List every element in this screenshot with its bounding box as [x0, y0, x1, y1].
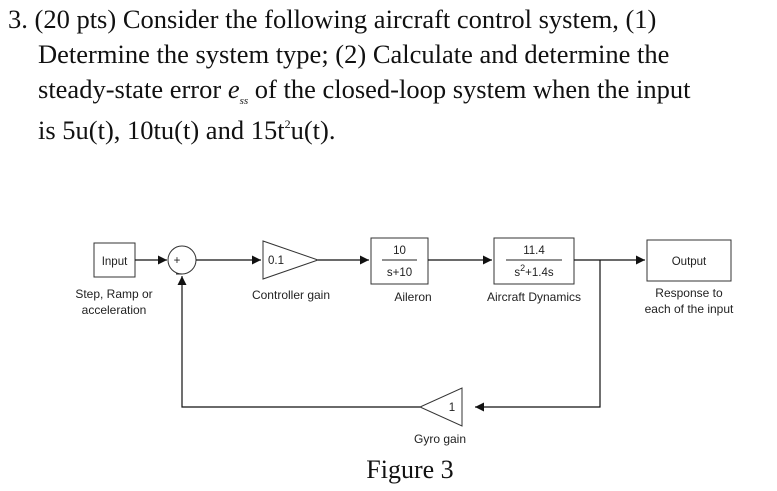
- problem-line-4-end: u(t).: [290, 115, 336, 145]
- controller-gain-caption: Controller gain: [252, 288, 330, 302]
- feedback-path-down: [475, 260, 601, 412]
- input-caption-line-1: Step, Ramp or: [75, 287, 152, 301]
- problem-line-2: Determine the system type; (2) Calculate…: [38, 39, 670, 69]
- gyro-gain-caption: Gyro gain: [414, 432, 466, 446]
- gyro-gain-value: 1: [449, 402, 455, 414]
- dynamics-den-rest: +1.4s: [525, 267, 554, 279]
- problem-line-3: steady-state error ess of the closed-loo…: [8, 72, 774, 113]
- problem-line-4: is 5u(t), 10tu(t) and 15t2u(t).: [8, 113, 774, 153]
- dynamics-caption: Aircraft Dynamics: [487, 290, 581, 304]
- exponent: 2: [284, 117, 291, 131]
- error-subscript: ss: [239, 95, 249, 107]
- feedback-path-return: [177, 276, 420, 408]
- dynamics-den-s: s: [514, 267, 520, 279]
- aileron-denominator: s+10: [387, 267, 412, 279]
- dynamics-denominator: s2+1.4s: [514, 263, 553, 279]
- controller-gain-block: [262, 240, 320, 280]
- aileron-numerator: 10: [393, 245, 406, 257]
- error-symbol: e: [227, 74, 240, 104]
- input-caption-line-2: acceleration: [82, 303, 147, 317]
- aileron-caption: Aileron: [394, 290, 431, 304]
- problem-line-4-start: is 5u(t), 10tu(t) and 15t: [38, 115, 285, 145]
- problem-line-3-start: steady-state error: [38, 74, 228, 104]
- dynamics-numerator: 11.4: [523, 245, 545, 257]
- summing-sign-plus: +: [174, 255, 181, 267]
- problem-line-1: 3. (20 pts) Consider the following aircr…: [8, 4, 657, 34]
- input-block: [93, 242, 136, 278]
- output-caption-line-2: each of the input: [645, 302, 734, 316]
- aircraft-dynamics-block: [493, 237, 575, 285]
- input-block-label: Input: [102, 256, 128, 268]
- summing-junction: [167, 245, 197, 275]
- output-caption-line-1: Response to: [655, 286, 723, 300]
- gyro-gain-block: [418, 387, 463, 427]
- controller-gain-value: 0.1: [268, 255, 284, 267]
- problem-line-3-end: of the closed-loop system when the input: [248, 74, 691, 104]
- aileron-block: [370, 237, 429, 285]
- output-block: [646, 239, 732, 282]
- output-block-label: Output: [672, 256, 707, 268]
- figure-caption: Figure 3: [366, 455, 454, 484]
- dynamics-den-exponent: 2: [520, 263, 525, 273]
- problem-statement: 3. (20 pts) Consider the following aircr…: [8, 2, 774, 153]
